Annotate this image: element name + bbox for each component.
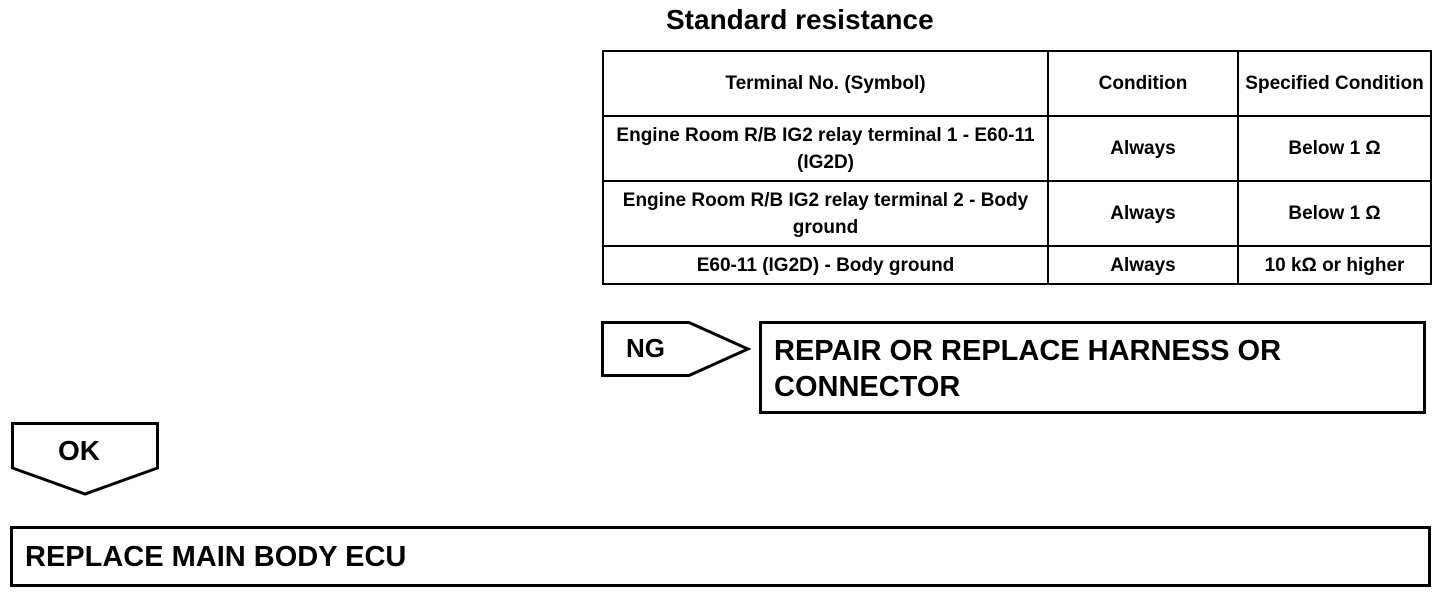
cell-terminal: E60-11 (IG2D) - Body ground — [602, 245, 1049, 285]
cell-terminal: Engine Room R/B IG2 relay terminal 2 - B… — [602, 180, 1049, 247]
ng-action-text: REPAIR OR REPLACE HARNESS OR CONNECTOR — [774, 335, 1282, 403]
cell-condition: Always — [1047, 180, 1239, 247]
cell-specified: Below 1 Ω — [1237, 180, 1432, 247]
cell-condition: Always — [1047, 115, 1239, 182]
header-specified-condition: Specified Condition — [1237, 50, 1432, 117]
table-row: Engine Room R/B IG2 relay terminal 1 - E… — [602, 115, 1432, 182]
cell-condition: Always — [1047, 245, 1239, 285]
ok-arrow-shape — [11, 422, 159, 496]
table-header-row: Terminal No. (Symbol) Condition Specifie… — [602, 50, 1432, 117]
ng-arrow-shape — [601, 321, 751, 377]
standard-resistance-table: Terminal No. (Symbol) Condition Specifie… — [602, 50, 1432, 285]
ok-action-text: REPLACE MAIN BODY ECU — [25, 541, 407, 573]
standard-resistance-title: Standard resistance — [666, 4, 934, 35]
header-terminal: Terminal No. (Symbol) — [602, 50, 1049, 117]
cell-specified: 10 kΩ or higher — [1237, 245, 1432, 285]
ng-label: NG — [626, 333, 665, 363]
table-row: Engine Room R/B IG2 relay terminal 2 - B… — [602, 180, 1432, 247]
ng-action-box: REPAIR OR REPLACE HARNESS OR CONNECTOR — [759, 321, 1426, 414]
ok-action-box: REPLACE MAIN BODY ECU — [10, 526, 1431, 587]
table-row: E60-11 (IG2D) - Body ground Always 10 kΩ… — [602, 245, 1432, 285]
header-condition: Condition — [1047, 50, 1239, 117]
cell-terminal: Engine Room R/B IG2 relay terminal 1 - E… — [602, 115, 1049, 182]
ok-label: OK — [58, 435, 100, 466]
cell-specified: Below 1 Ω — [1237, 115, 1432, 182]
